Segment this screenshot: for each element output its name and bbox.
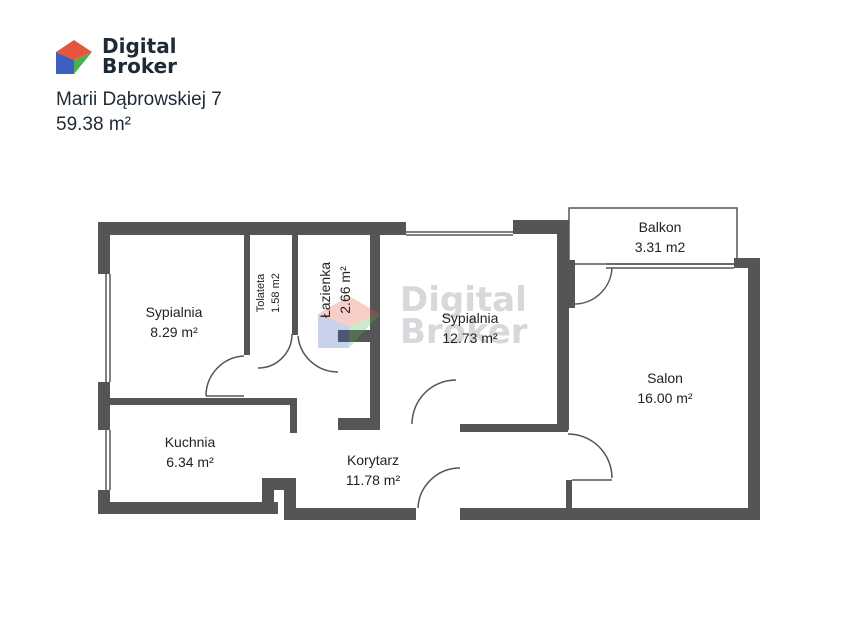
brand-name: Digital Broker <box>102 36 177 76</box>
room-area: 16.00 m² <box>637 390 693 406</box>
brand-line1: Digital <box>102 34 177 58</box>
room-name: Salon <box>647 370 683 386</box>
thin-lines <box>105 207 738 509</box>
room-area: 11.78 m² <box>345 472 401 488</box>
room-balkon: Balkon 3.31 m2 <box>620 217 700 257</box>
room-area: 3.31 m2 <box>634 239 686 255</box>
brand-logo: Digital Broker <box>54 36 184 78</box>
walls <box>98 220 760 520</box>
room-area: 12.73 m² <box>442 330 498 346</box>
room-name: Sypialnia <box>441 310 499 326</box>
room-name: Sypialnia <box>145 304 203 320</box>
room-name: Balkon <box>638 219 682 235</box>
room-kuchnia: Kuchnia 6.34 m² <box>150 432 230 472</box>
logo-mark-icon <box>56 40 92 74</box>
room-lazienka: Łazienka 2.66 m² <box>315 245 355 335</box>
property-total-area: 59.38 m² <box>56 114 131 135</box>
brand-line2: Broker <box>102 54 178 78</box>
room-korytarz: Korytarz 11.78 m² <box>328 450 418 490</box>
room-name: Kuchnia <box>164 434 216 450</box>
room-name: Łazienka <box>317 261 333 319</box>
room-area: 1.58 m2 <box>270 273 282 313</box>
room-sypialnia-1: Sypialnia 8.29 m² <box>134 302 214 342</box>
room-area: 2.66 m² <box>337 266 353 314</box>
room-name: Tolateta <box>255 273 267 313</box>
room-salon: Salon 16.00 m² <box>620 368 710 408</box>
room-area: 8.29 m² <box>150 324 198 340</box>
room-area: 6.34 m² <box>166 454 214 470</box>
room-sypialnia-2: Sypialnia 12.73 m² <box>430 308 510 348</box>
room-name: Korytarz <box>346 452 400 468</box>
room-toaleta: Tolateta 1.58 m2 <box>254 258 284 328</box>
property-address: Marii Dąbrowskiej 7 <box>56 89 222 110</box>
